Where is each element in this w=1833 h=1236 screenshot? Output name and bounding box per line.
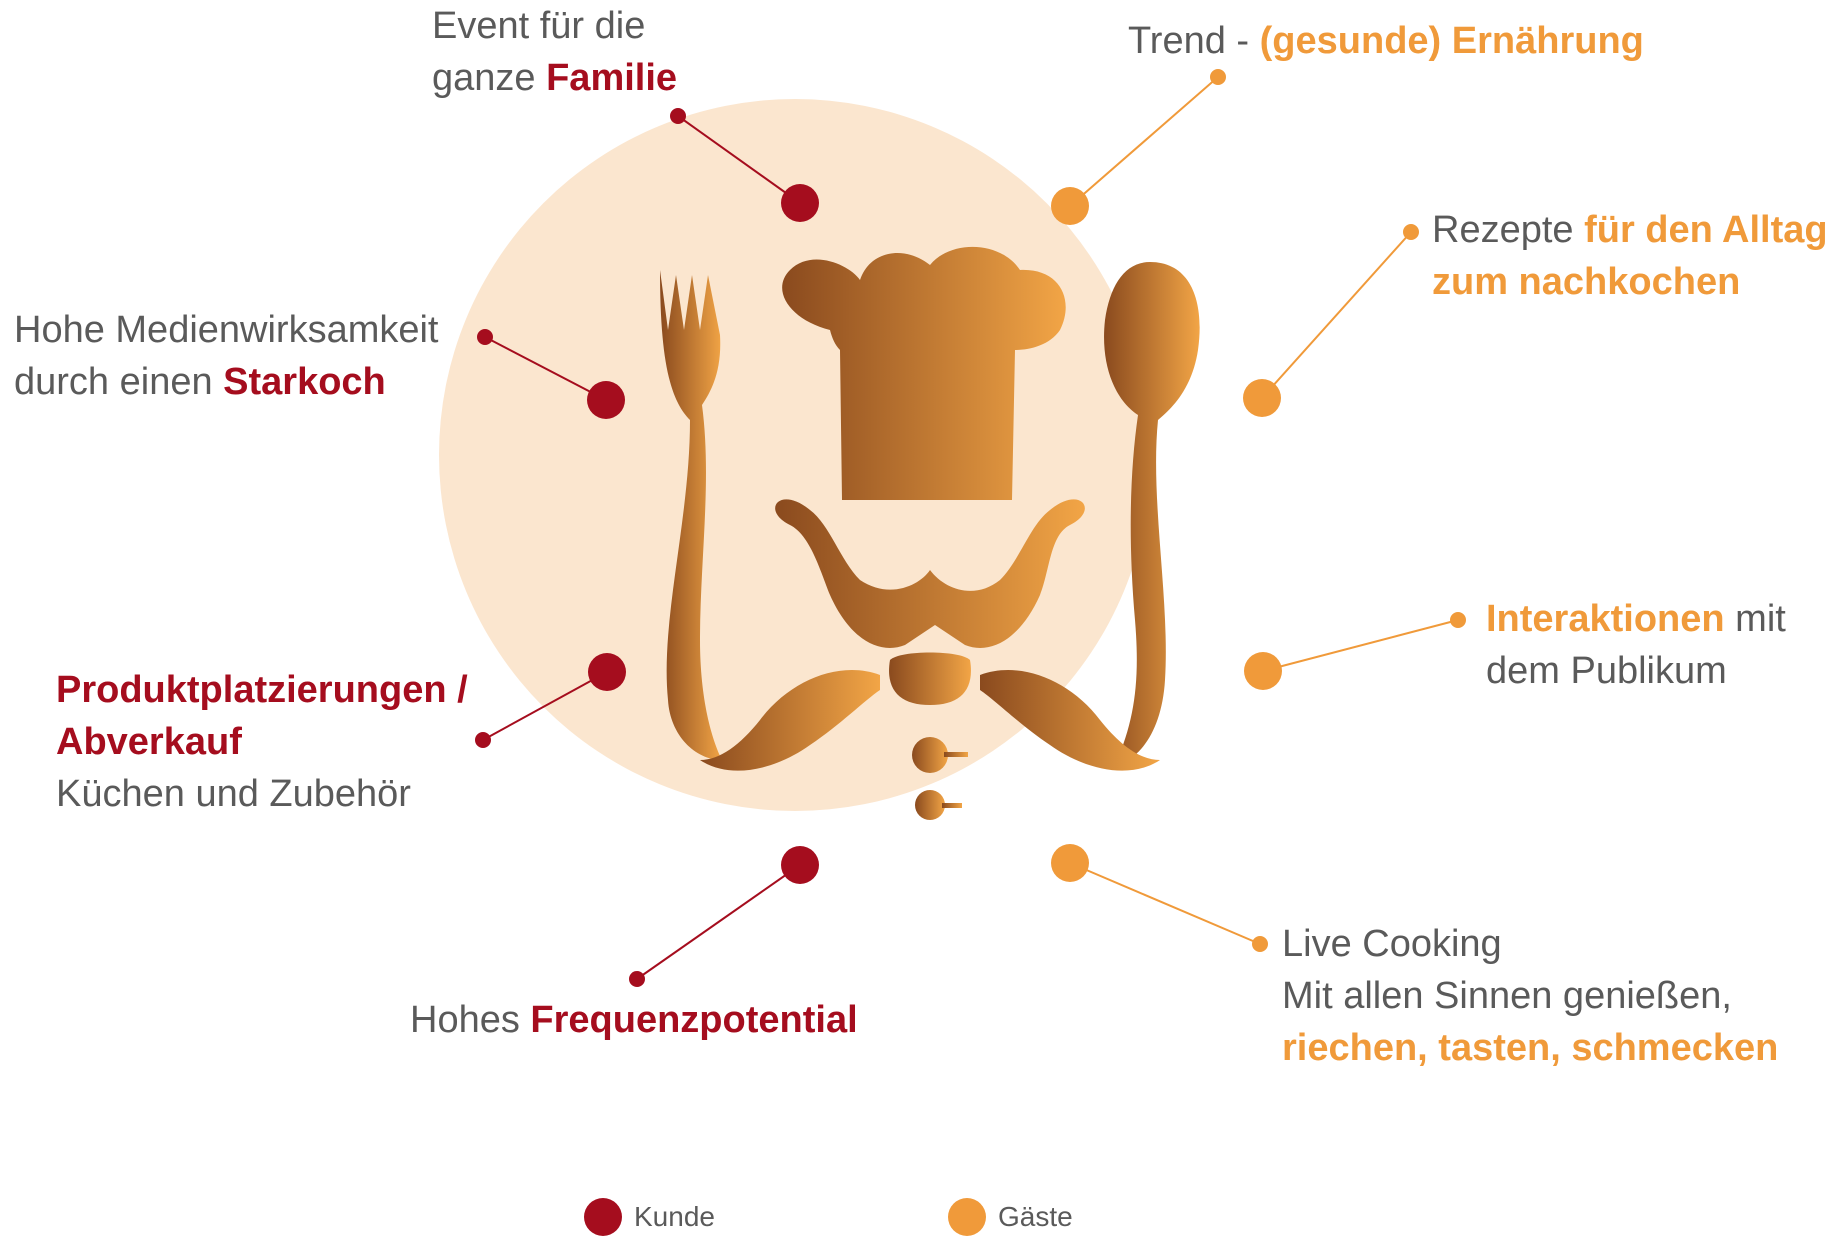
legend-dot-kunde — [584, 1198, 622, 1236]
label-rezepte: Rezepte für den Alltag zum nachkochen — [1432, 204, 1828, 308]
connector-end-starkoch — [478, 330, 492, 344]
connector-end-familie — [671, 109, 685, 123]
chef-eye-left — [877, 525, 899, 547]
label-starkoch: Hohe Medienwirksamkeit durch einen Stark… — [14, 304, 439, 408]
label-familie: Event für die ganze Familie — [432, 0, 677, 104]
legend-label-gaeste: Gäste — [998, 1201, 1073, 1233]
label-live: Live Cooking Mit allen Sinnen genießen, … — [1282, 918, 1778, 1074]
label-ernaehrung: Trend - (gesunde) Ernährung — [1128, 15, 1644, 67]
connector-end-live — [1253, 937, 1267, 951]
legend-dot-gaeste — [948, 1198, 986, 1236]
node-interaktionen — [1244, 652, 1282, 690]
label-produkt: Produktplatzierungen / Abverkauf Küchen … — [56, 664, 468, 820]
connector-frequenz — [637, 865, 800, 979]
connector-ernaehrung — [1070, 77, 1218, 206]
connector-end-interaktionen — [1451, 613, 1465, 627]
connector-end-produkt — [476, 733, 490, 747]
connector-interaktionen — [1263, 620, 1458, 671]
label-frequenz: Hohes Frequenzpotential — [410, 994, 858, 1046]
node-frequenz — [781, 846, 819, 884]
node-live — [1051, 844, 1089, 882]
connector-end-ernaehrung — [1211, 70, 1225, 84]
node-rezepte — [1243, 379, 1281, 417]
node-familie — [781, 184, 819, 222]
node-ernaehrung — [1051, 187, 1089, 225]
connector-end-frequenz — [630, 972, 644, 986]
node-starkoch — [587, 381, 625, 419]
legend-gaeste: Gäste — [948, 1198, 1073, 1236]
connector-rezepte — [1262, 232, 1411, 398]
legend-label-kunde: Kunde — [634, 1201, 715, 1233]
chef-eye-right — [961, 525, 983, 547]
label-interaktionen: Interaktionen mit dem Publikum — [1486, 593, 1786, 697]
legend-kunde: Kunde — [584, 1198, 715, 1236]
node-produkt — [588, 653, 626, 691]
connector-live — [1070, 863, 1260, 944]
connector-end-rezepte — [1404, 225, 1418, 239]
